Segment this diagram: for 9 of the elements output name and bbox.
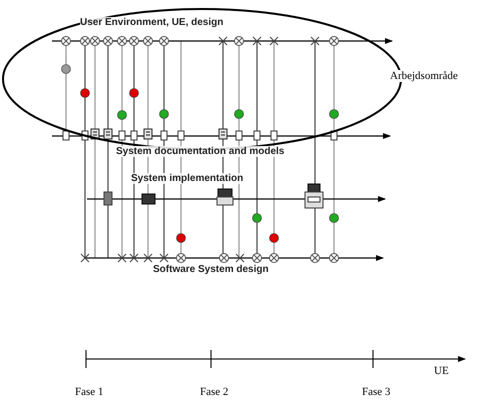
track-label: System implementation [131,173,244,184]
axis-label: UE [434,365,449,377]
region-label: Arbejdsområde [390,70,458,82]
phase-label: Fase 1 [75,386,104,398]
track-label: User Environment, UE, design [80,17,224,28]
phase-label: Fase 3 [362,386,390,398]
track-label: System documentation and models [116,146,284,157]
phase-label: Fase 2 [200,386,228,398]
track-label: Software System design [153,264,269,275]
